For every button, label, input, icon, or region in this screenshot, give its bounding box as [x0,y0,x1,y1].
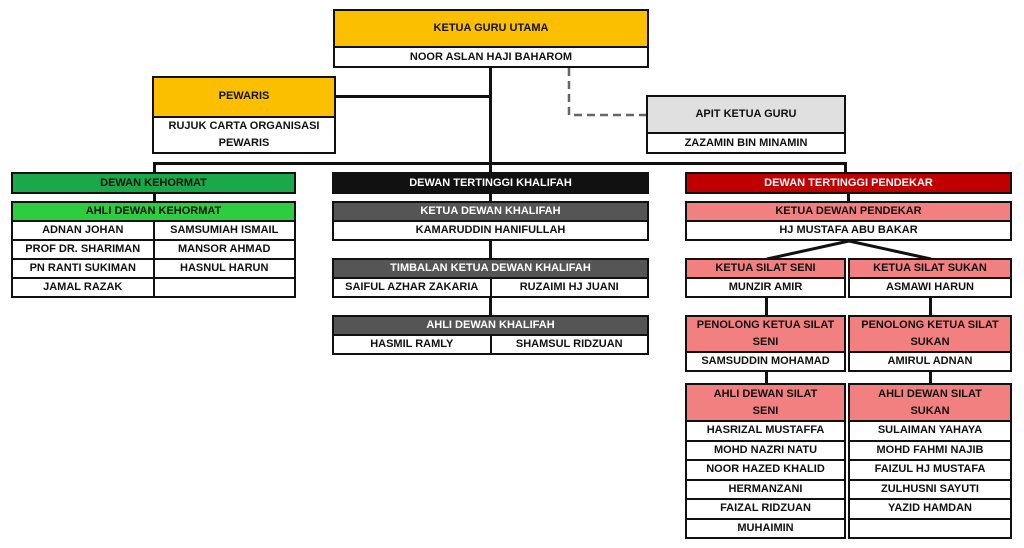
member: ZULHUSNI SAYUTI [850,480,1010,498]
ahli-silat-seni-box: AHLI DEWAN SILAT SENI HASRIZAL MUSTAFFA … [685,383,846,539]
ahli-silat-sukan-title: AHLI DEWAN SILAT SUKAN [850,385,1010,420]
member-empty [154,279,294,296]
pewaris-box: PEWARIS RUJUK CARTA ORGANISASI PEWARIS [152,76,336,154]
ketua-dewan-pendekar-name: HJ MUSTAFA ABU BAKAR [687,222,1010,239]
ketua-silat-seni-box: KETUA SILAT SENI MUNZIR AMIR [685,258,846,298]
member: NOOR HAZED KHALID [687,461,844,479]
member: YAZID HAMDAN [850,500,1010,518]
ahli-silat-sukan-box: AHLI DEWAN SILAT SUKAN SULAIMAN YAHAYA M… [848,383,1012,539]
timbalan-name: RUZAIMI HJ JUANI [491,279,647,296]
apit-title: APIT KETUA GURU [648,97,844,133]
ketua-silat-sukan-title: KETUA SILAT SUKAN [850,260,1010,277]
pewaris-line1: RUJUK CARTA ORGANISASI [168,119,320,132]
ahli-name: SHAMSUL RIDZUAN [491,336,647,353]
connector-pendekar [844,162,847,174]
member: MANSOR AHMAD [154,241,294,258]
ketua-dewan-khalifah-box: KETUA DEWAN KHALIFAH KAMARUDDIN HANIFULL… [332,201,649,241]
member: MUHAIMIN [687,519,844,537]
pewaris-line2: PEWARIS [218,136,270,149]
ketua-silat-seni-name: MUNZIR AMIR [687,279,844,296]
ketua-dewan-pendekar-title: KETUA DEWAN PENDEKAR [687,203,1010,220]
member: SAMSUMIAH ISMAIL [154,222,294,239]
ahli-dewan-kehormat-title: AHLI DEWAN KEHORMAT [13,203,294,220]
member: ADNAN JOHAN [13,222,153,239]
dewan-pendekar-title: DEWAN TERTINGGI PENDEKAR [687,174,1010,192]
ahli-khalifah-title: AHLI DEWAN KHALIFAH [334,317,647,334]
connector-kehormat [153,162,156,174]
member: MOHD NAZRI NATU [687,441,844,459]
member: HASNUL HARUN [154,260,294,277]
ketua-silat-sukan-box: KETUA SILAT SUKAN ASMAWI HARUN [848,258,1012,298]
dewan-pendekar-box: DEWAN TERTINGGI PENDEKAR [685,172,1012,194]
penolong-seni-title: PENOLONG KETUA SILAT SENI [687,317,844,351]
ahli-name: HASMIL RAMLY [334,336,490,353]
penolong-sukan-box: PENOLONG KETUA SILAT SUKAN AMIRUL ADNAN [848,315,1012,372]
dashed-connector-apit [567,68,648,117]
member: PN RANTI SUKIMAN [13,260,153,277]
dewan-khalifah-box: DEWAN TERTINGGI KHALIFAH [332,172,649,194]
connector-pewaris [334,95,491,98]
member: PROF DR. SHARIMAN [13,241,153,258]
ketua-silat-seni-title: KETUA SILAT SENI [687,260,844,277]
dewan-kehormat-title: DEWAN KEHORMAT [13,174,294,192]
member: FAIZUL HJ MUSTAFA [850,461,1010,479]
apit-box: APIT KETUA GURU ZAZAMIN BIN MINAMIN [646,95,846,154]
dewan-kehormat-box: DEWAN KEHORMAT [11,172,296,194]
diagonal-connector-sukan [848,239,932,261]
ketua-dewan-khalifah-title: KETUA DEWAN KHALIFAH [334,203,647,220]
apit-name: ZAZAMIN BIN MINAMIN [648,134,844,152]
timbalan-name: SAIFUL AZHAR ZAKARIA [334,279,490,296]
connector-horizontal [153,162,847,165]
timbalan-khalifah-box: TIMBALAN KETUA DEWAN KHALIFAH SAIFUL AZH… [332,258,649,298]
diagonal-connector-seni [766,239,850,261]
ketua-dewan-pendekar-box: KETUA DEWAN PENDEKAR HJ MUSTAFA ABU BAKA… [685,201,1012,241]
ketua-guru-utama-title: KETUA GURU UTAMA [335,11,647,47]
pewaris-title: PEWARIS [154,78,334,116]
member: HERMANZANI [687,480,844,498]
member: FAIZAL RIDZUAN [687,500,844,518]
member-empty [850,519,1010,537]
penolong-seni-name: SAMSUDDIN MOHAMAD [687,353,844,370]
ketua-dewan-khalifah-name: KAMARUDDIN HANIFULLAH [334,222,647,239]
penolong-sukan-title: PENOLONG KETUA SILAT SUKAN [850,317,1010,351]
ketua-guru-utama-name: NOOR ASLAN HAJI BAHAROM [335,48,647,66]
connector-main-vertical [489,66,492,174]
ketua-guru-utama-box: KETUA GURU UTAMA NOOR ASLAN HAJI BAHAROM [333,9,649,68]
timbalan-khalifah-title: TIMBALAN KETUA DEWAN KHALIFAH [334,260,647,277]
dewan-khalifah-title: DEWAN TERTINGGI KHALIFAH [334,174,647,192]
member: MOHD FAHMI NAJIB [850,441,1010,459]
penolong-seni-box: PENOLONG KETUA SILAT SENI SAMSUDDIN MOHA… [685,315,846,372]
ahli-silat-seni-title: AHLI DEWAN SILAT SENI [687,385,844,420]
penolong-sukan-name: AMIRUL ADNAN [850,353,1010,370]
member: SULAIMAN YAHAYA [850,422,1010,440]
ketua-silat-sukan-name: ASMAWI HARUN [850,279,1010,296]
member: HASRIZAL MUSTAFFA [687,422,844,440]
connector-kehormat-ahli [153,192,156,203]
connector-pendekar-ketua [847,192,850,203]
member: JAMAL RAZAK [13,279,153,296]
